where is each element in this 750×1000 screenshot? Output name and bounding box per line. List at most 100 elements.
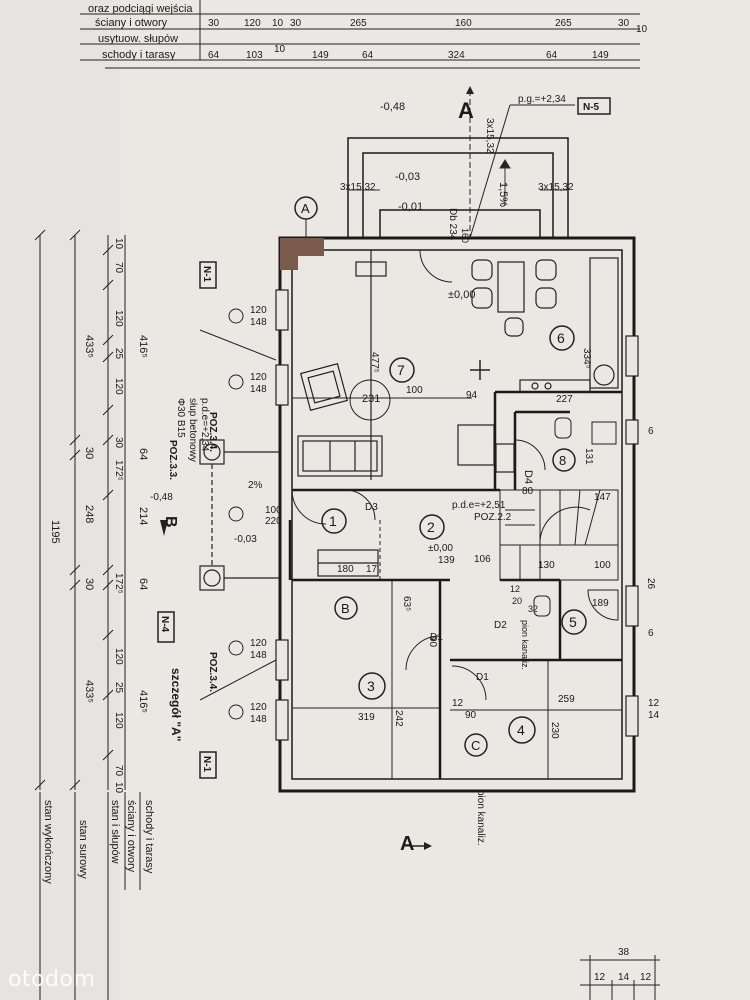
scale-total: 38 bbox=[618, 947, 630, 958]
room-dim: 242 bbox=[393, 710, 404, 727]
sofa bbox=[297, 435, 383, 477]
dim-value: 120 bbox=[250, 702, 267, 713]
dim-value: 10 bbox=[636, 24, 648, 35]
level-label: -0,03 bbox=[234, 534, 257, 545]
tag-label: N-1 bbox=[201, 756, 212, 773]
door-label: D2 bbox=[494, 620, 507, 631]
dim-value: 120 bbox=[113, 712, 124, 729]
dim-value: 265 bbox=[350, 18, 367, 29]
legend-row-3-label: usytuow. słupów bbox=[98, 33, 178, 45]
dim-value: 149 bbox=[592, 50, 609, 61]
note: słup betonowy bbox=[187, 398, 198, 462]
cross-marker bbox=[470, 360, 490, 380]
slope-label: 1,5% bbox=[497, 182, 509, 207]
room-number: 2 bbox=[427, 519, 435, 535]
level-label: -0,03 bbox=[395, 171, 420, 183]
dim-value: 248 bbox=[83, 505, 95, 523]
axis-a: A bbox=[294, 196, 318, 238]
note: Φ30 B15 bbox=[175, 398, 186, 438]
slope-label: 2% bbox=[248, 480, 263, 491]
windows-left bbox=[275, 289, 289, 741]
dim-value: 12 bbox=[510, 584, 520, 594]
dim-value: 90 bbox=[427, 636, 438, 648]
dim-value: 32 bbox=[528, 604, 538, 614]
dim-value: 64 bbox=[208, 50, 220, 61]
dim-value: 14 bbox=[648, 710, 660, 721]
dim-value: 30 bbox=[113, 437, 124, 449]
dim-value: 149 bbox=[312, 50, 329, 61]
dim-value: 120 bbox=[113, 648, 124, 665]
dim-value: 25 bbox=[113, 682, 124, 694]
dim-total: 1195 bbox=[49, 520, 61, 544]
room-8: 8 131 bbox=[552, 417, 617, 472]
dim-value: 180 bbox=[337, 564, 354, 575]
door-swing bbox=[419, 249, 453, 283]
dim-value: 172⁵ bbox=[113, 573, 124, 594]
left-columns bbox=[199, 439, 280, 591]
section-label-top: A bbox=[458, 98, 474, 123]
legend-row-2-label: ściany i otwory bbox=[95, 17, 168, 29]
windows-right bbox=[625, 335, 639, 737]
dim-value: 94 bbox=[466, 390, 478, 401]
legend-top-values-stairs: 64 103 10 149 64 324 64 149 bbox=[208, 44, 609, 61]
armchair bbox=[299, 362, 349, 412]
outer-walls bbox=[278, 236, 636, 793]
dim-value: 25 bbox=[113, 348, 124, 360]
section-b-marker: B bbox=[160, 516, 179, 536]
left-dimension-lines bbox=[39, 235, 126, 790]
axis-b: B bbox=[334, 596, 358, 620]
legend-label: ściany i otwory bbox=[125, 800, 137, 873]
scale-part: 12 bbox=[640, 972, 652, 983]
dim-value: 30 bbox=[618, 18, 630, 29]
dim-value: 64 bbox=[362, 50, 374, 61]
dim-value: 100 bbox=[406, 385, 423, 396]
dim-value: 139 bbox=[438, 555, 455, 566]
stairs-left-label: 3x15,32 bbox=[340, 182, 376, 193]
section-marker-bottom: A bbox=[400, 833, 432, 855]
room-dim: 189 bbox=[592, 598, 609, 609]
dim-value: 10 bbox=[274, 44, 286, 55]
scale-bottom bbox=[580, 955, 660, 1000]
legend-label: stan i słupów bbox=[109, 800, 121, 864]
right-wall-dims: 6 6 12 14 26 bbox=[645, 426, 660, 721]
legend-label: schody i tarasy bbox=[143, 800, 155, 874]
dim-value: 6 bbox=[648, 426, 654, 437]
wardrobe bbox=[317, 549, 379, 577]
dining-table bbox=[471, 259, 557, 337]
room-dim: 477⁵ bbox=[369, 352, 380, 373]
dim-value: 147 bbox=[594, 492, 611, 503]
room-6: 6 334⁵ 227 bbox=[549, 325, 592, 405]
corner-column bbox=[280, 238, 324, 270]
dim-value: 265 bbox=[555, 18, 572, 29]
dim-value: 63⁵ bbox=[401, 596, 412, 611]
room-number: 3 bbox=[367, 678, 375, 694]
door-dim: 80 bbox=[522, 486, 534, 497]
room-number: 1 bbox=[329, 513, 337, 529]
dim-value: 12 bbox=[648, 698, 660, 709]
dim-value: 148 bbox=[250, 650, 267, 661]
dim-value: 64 bbox=[137, 578, 149, 590]
dim-value: 26 bbox=[645, 578, 656, 590]
left-dim-ticks bbox=[34, 229, 114, 791]
dim-value: 120 bbox=[113, 378, 124, 395]
level-label: ±0,00 bbox=[428, 543, 453, 554]
dim-value: 324 bbox=[448, 50, 465, 61]
door-label: D1 bbox=[476, 672, 489, 683]
n5-tag: N-5 bbox=[583, 102, 600, 113]
legend-row-4-label: schody i tarasy bbox=[102, 49, 176, 61]
pos-label: POZ.3.4. bbox=[207, 412, 218, 452]
dim-value: 120 bbox=[250, 372, 267, 383]
dim-value: 6 bbox=[648, 628, 654, 639]
door-label: Db 234 bbox=[447, 208, 458, 241]
stairs-right-label: 3x15,32 bbox=[538, 182, 574, 193]
pos-label: POZ.2.2 bbox=[474, 512, 512, 523]
level-label: -0,48 bbox=[150, 492, 173, 503]
window-callouts-left bbox=[199, 308, 277, 720]
dim-value: 10 bbox=[272, 18, 284, 29]
door-d4: D4 80 bbox=[514, 439, 546, 497]
dim-value: 10 bbox=[113, 238, 124, 250]
dim-value: 100 bbox=[594, 560, 611, 571]
dim-value: 103 bbox=[246, 50, 263, 61]
